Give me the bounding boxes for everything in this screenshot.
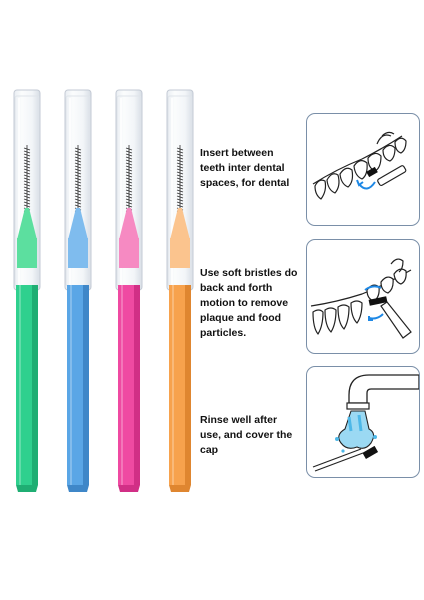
step-2-illustration [306, 239, 420, 354]
brush-blue [64, 89, 92, 492]
step-3-illustration [306, 366, 420, 478]
brush-orange [166, 89, 194, 492]
teeth-brushing-motion-icon [310, 258, 412, 339]
brush-green [13, 89, 41, 492]
brush-pink [115, 89, 143, 492]
interdental-brushes-image [13, 89, 194, 492]
step-2-instruction: Use soft bristles do back and forth moti… [200, 267, 298, 339]
teeth-insert-brush-icon [312, 131, 407, 200]
step-3-instruction: Rinse well after use, and cover the cap [200, 414, 293, 456]
step-1-illustration [306, 113, 420, 226]
rinse-under-faucet-icon [312, 374, 419, 472]
step-1-instruction: Insert between teeth inter dental spaces… [200, 147, 290, 189]
